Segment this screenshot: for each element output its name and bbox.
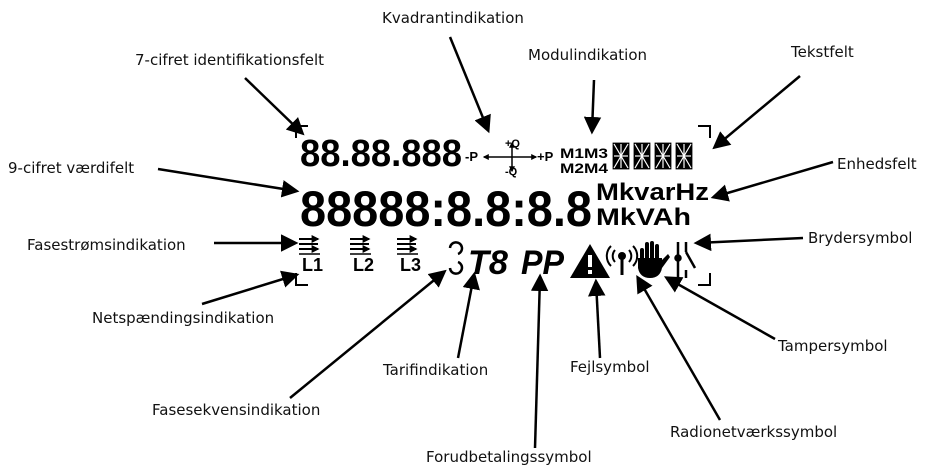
id-digits: 88.88.888: [300, 133, 462, 175]
module-bottom: M2M4: [560, 160, 608, 176]
prepay-indicator: PP: [521, 244, 564, 282]
label-tarifindikation: Tarifindikation: [383, 361, 489, 379]
phase-l2: L2: [353, 255, 374, 275]
label-netspaendingsindikation: Netspændingsindikation: [92, 309, 275, 327]
label-fejlsymbol: Fejlsymbol: [570, 358, 650, 376]
label-9-cifret-vaerdifelt: 9-cifret værdifelt: [8, 159, 135, 177]
label-modulindikation: Modulindikation: [528, 46, 648, 64]
label-enhedsfelt: Enhedsfelt: [837, 155, 917, 173]
phase-sequence-icon: [448, 241, 464, 275]
label-radionetvaerkssymbol: Radionetværkssymbol: [670, 423, 838, 441]
phase-l1: L1: [302, 255, 323, 275]
label-kvadrantindikation: Kvadrantindikation: [382, 9, 524, 27]
breaker-icon: [674, 242, 697, 278]
label-fasesekvensindikation: Fasesekvensindikation: [152, 401, 321, 419]
value-digits: 88888:8.8:8.8: [300, 181, 592, 237]
label-forudbetalingssymbol: Forudbetalingssymbol: [426, 448, 592, 466]
tamper-hand-icon: [638, 241, 670, 278]
label-tampersymbol: Tampersymbol: [778, 337, 888, 355]
label-fasestroemsindikation: Fasestrømsindikation: [27, 236, 186, 254]
label-tekstfelt: Tekstfelt: [791, 43, 854, 61]
text-field: [611, 141, 694, 171]
phase-l3: L3: [400, 255, 421, 275]
unit-bottom: MkVAh: [596, 204, 691, 231]
plus-p-text: +P: [537, 149, 554, 164]
label-brydersymbol: Brydersymbol: [808, 229, 913, 247]
label-7-cifret-identifikationsfelt: 7-cifret identifikationsfelt: [135, 51, 325, 69]
warning-icon: [570, 244, 610, 278]
minus-p-text: -P: [465, 149, 478, 164]
leader-arrows: [157, 36, 834, 449]
radio-network-icon: [605, 245, 639, 275]
quadrant-indicator: -P +P +Q -Q: [465, 138, 554, 178]
phase-current-indicators: [299, 235, 418, 253]
unit-top: MkvarHz: [596, 179, 709, 206]
module-top: M1M3: [560, 145, 608, 161]
